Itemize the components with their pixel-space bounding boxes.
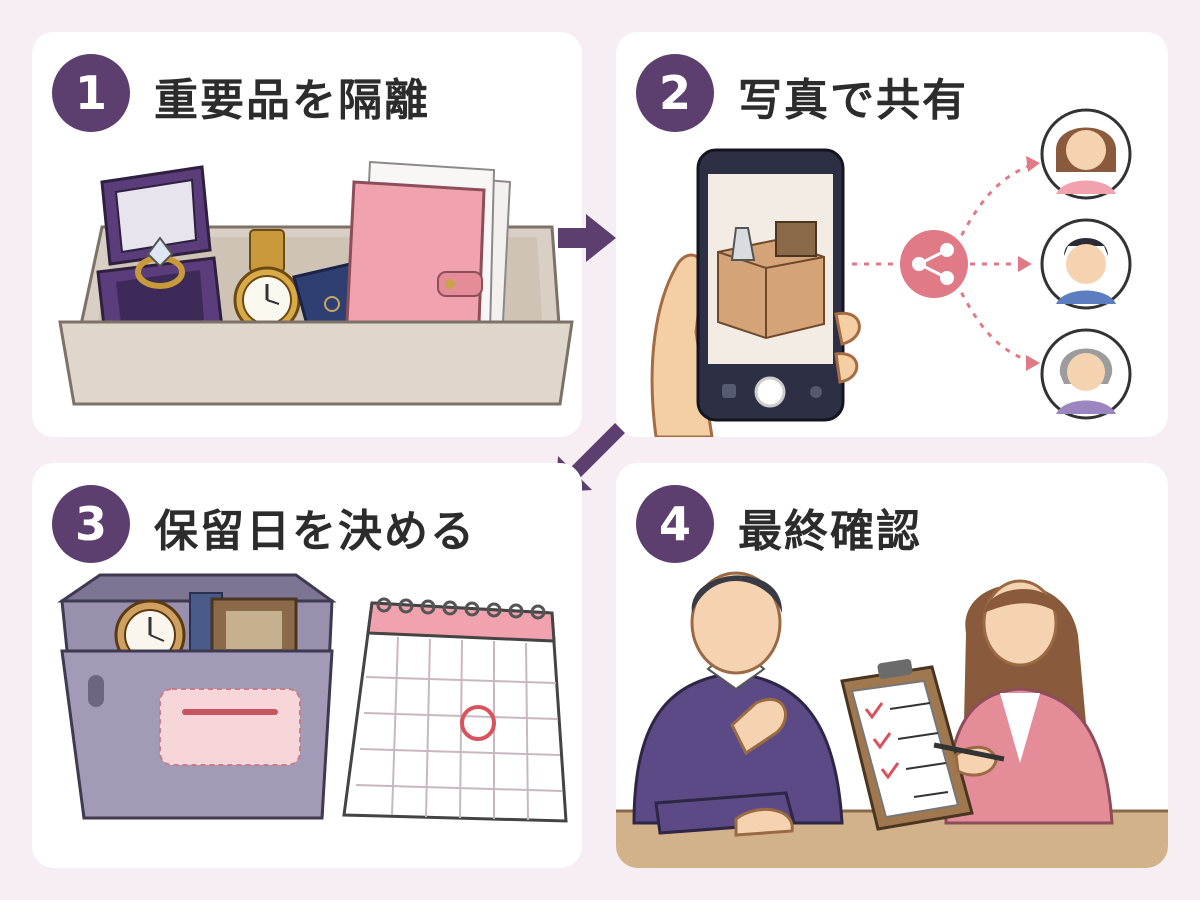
step-4-panel: 4 最終確認 [616,463,1168,868]
step-title: 写真で共有 [738,75,968,126]
notebook-and-documents-icon [344,160,512,352]
storage-box-icon [57,573,337,820]
avatar-woman-icon [1040,108,1132,200]
tray-with-valuables-illustration [58,160,574,406]
step-title: 保留日を決める [154,506,476,557]
pen-icon [933,742,1005,762]
step-title: 重要品を隔離 [154,75,430,126]
step-number-badge: 1 [52,54,130,132]
share-icon [900,230,968,298]
photo-sharing-illustration [650,108,1132,437]
smartphone-icon [696,148,845,422]
step-1-panel: 1 重要品を隔離 [32,32,582,437]
ring-box-icon [96,165,224,346]
man-figure-icon [632,571,844,837]
avatar-elderly-woman-icon [1040,328,1132,420]
step-number-badge: 3 [52,485,130,563]
woman-figure-icon [944,579,1114,825]
step-number-badge: 2 [636,54,714,132]
calendar-icon [342,597,568,823]
checklist-clipboard-icon [840,659,974,831]
final-check-discussion-illustration [616,571,1168,868]
step-number-badge: 4 [636,485,714,563]
arrow-right-icon [558,214,616,262]
storage-box-and-calendar-illustration [57,573,568,823]
avatar-man-icon [1040,218,1132,310]
step-2-panel: 2 写真で共有 [616,32,1168,437]
step-title: 最終確認 [738,506,922,557]
step-3-panel: 3 保留日を決める [32,463,582,868]
